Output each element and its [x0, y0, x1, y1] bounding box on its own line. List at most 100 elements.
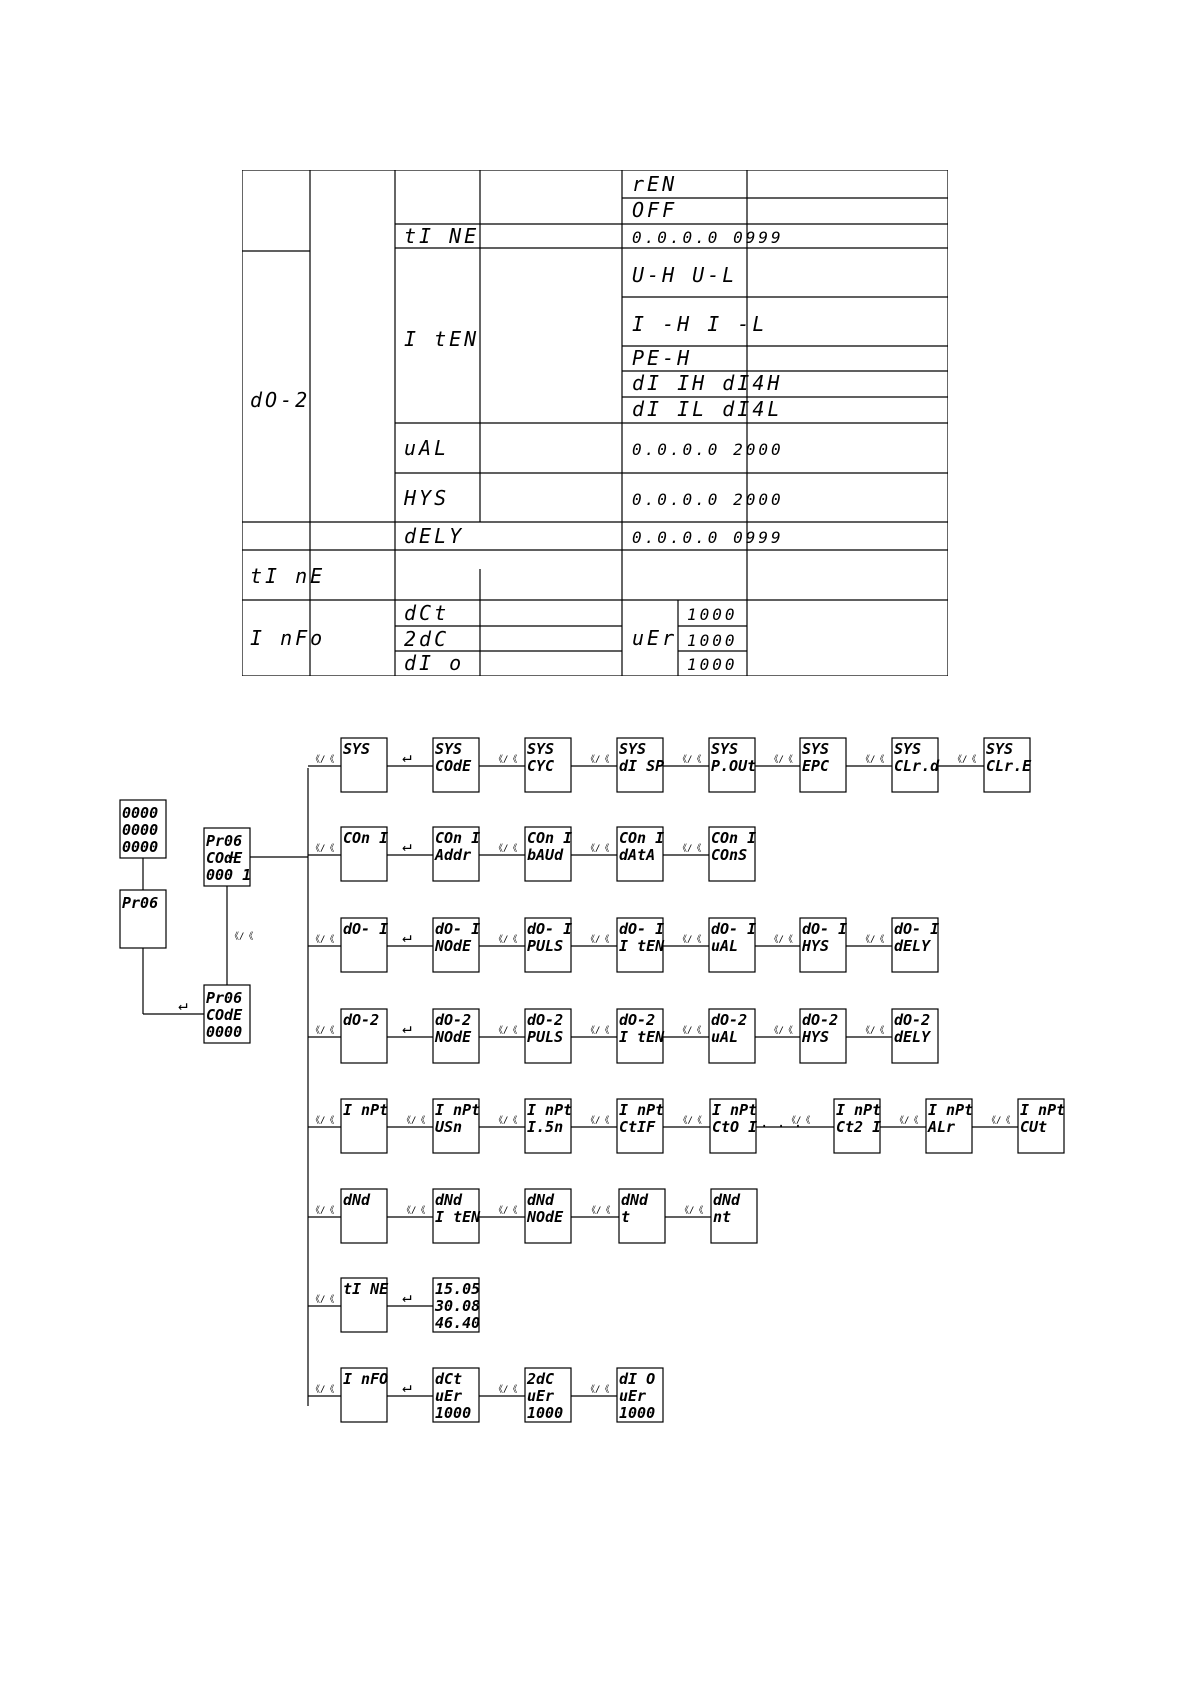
item-box[interactable] — [983, 737, 1031, 793]
item-box[interactable] — [616, 826, 664, 882]
item-box[interactable] — [432, 737, 480, 793]
enter-icon: ↵ — [402, 1377, 412, 1396]
head-box[interactable] — [340, 1277, 388, 1333]
item-box[interactable] — [799, 737, 847, 793]
item-label: 1000 — [435, 1404, 471, 1422]
item-box[interactable] — [524, 826, 572, 882]
head-box[interactable] — [340, 737, 388, 793]
item-box[interactable] — [891, 1008, 939, 1064]
item-box[interactable] — [432, 826, 480, 882]
item-box[interactable] — [524, 1188, 572, 1244]
nav-icon: 《/《 — [494, 1205, 517, 1216]
item-label: ALr — [927, 1118, 955, 1136]
item-box[interactable] — [432, 1008, 480, 1064]
head-box[interactable] — [340, 1098, 388, 1154]
nav-icon: 《/《 — [586, 1115, 609, 1126]
item-label: NOdE — [434, 1028, 472, 1046]
item-box[interactable] — [524, 1008, 572, 1064]
item-box[interactable] — [524, 917, 572, 973]
item-label: PULS — [527, 1028, 563, 1046]
table-param-dct: dCt — [404, 601, 449, 625]
item-label: I nPt — [712, 1101, 757, 1119]
item-label: uAL — [711, 1028, 738, 1046]
start-line-2: 0000 — [122, 821, 158, 839]
item-label: I tEN — [435, 1208, 481, 1226]
item-box[interactable] — [616, 1008, 664, 1064]
item-box[interactable] — [432, 1188, 480, 1244]
item-box[interactable] — [799, 917, 847, 973]
prog-code0-line-2: COdE — [206, 1006, 243, 1024]
head-label: dNd — [343, 1191, 371, 1209]
item-label: PULS — [527, 937, 563, 955]
item-box[interactable] — [709, 1098, 757, 1154]
item-box[interactable] — [524, 737, 572, 793]
prog-code1-line-1: Pr06 — [206, 832, 242, 850]
nav-icon: 《/《 — [770, 754, 793, 765]
item-label: I.5n — [527, 1118, 563, 1136]
table-opt-ih-il: I -H I -L — [632, 312, 767, 336]
item-box[interactable] — [708, 917, 756, 973]
nav-icon: 《/《 — [402, 1205, 425, 1216]
head-box[interactable] — [340, 1188, 388, 1244]
table-opt-di-l: dI IL dI4L — [632, 397, 782, 421]
item-box[interactable] — [432, 917, 480, 973]
nav-icon: 《/《 — [678, 1025, 701, 1036]
item-box[interactable] — [799, 1008, 847, 1064]
item-box[interactable] — [616, 1098, 664, 1154]
item-box[interactable] — [1017, 1098, 1065, 1154]
item-label: dO- I — [619, 920, 664, 938]
head-box[interactable] — [340, 1367, 388, 1423]
item-box[interactable] — [618, 1188, 666, 1244]
enter-icon: ↵ — [402, 927, 412, 946]
nav-icon: 《/《 — [587, 1205, 610, 1216]
head-label: tI NE — [343, 1280, 389, 1298]
item-label: I nPt — [1020, 1101, 1065, 1119]
item-box[interactable] — [432, 1367, 480, 1423]
head-box[interactable] — [340, 917, 388, 973]
item-box[interactable] — [710, 1188, 758, 1244]
item-label: COn I — [435, 829, 480, 847]
item-box[interactable] — [891, 737, 939, 793]
item-box[interactable] — [616, 917, 664, 973]
item-box[interactable] — [891, 917, 939, 973]
item-label: uEr — [435, 1387, 462, 1405]
head-label: dO- I — [343, 920, 388, 938]
table-param-2dc: 2dC — [404, 627, 449, 651]
item-box[interactable] — [524, 1098, 572, 1154]
nav-icon: 《/《 — [770, 934, 793, 945]
item-box[interactable] — [708, 1008, 756, 1064]
head-box[interactable] — [340, 1008, 388, 1064]
table-opt-di-h: dI IH dI4H — [632, 371, 782, 395]
item-box[interactable] — [616, 737, 664, 793]
enter-icon-code: ↵ — [228, 845, 238, 864]
item-label: dO- I — [802, 920, 847, 938]
item-box[interactable] — [616, 1367, 664, 1423]
table-range-dely: 0.0.0.0 0999 — [632, 528, 784, 547]
table-param-item: I tEN — [404, 327, 479, 351]
enter-icon-prog: ↵ — [178, 995, 188, 1014]
item-box[interactable] — [432, 1098, 480, 1154]
item-label: CLr.E — [986, 757, 1032, 775]
item-box[interactable] — [925, 1098, 973, 1154]
item-label: I nPt — [928, 1101, 973, 1119]
item-label: dNd — [621, 1191, 649, 1209]
head-box[interactable] — [340, 826, 388, 882]
item-box[interactable] — [708, 826, 756, 882]
item-label: 30.08 — [434, 1297, 480, 1315]
item-label: t — [621, 1208, 630, 1226]
item-box[interactable] — [524, 1367, 572, 1423]
item-box[interactable] — [432, 1277, 480, 1333]
item-box[interactable] — [708, 737, 756, 793]
nav-icon: 《/《 — [311, 1025, 334, 1036]
item-box[interactable] — [833, 1098, 881, 1154]
item-label: dO-2 — [435, 1011, 471, 1029]
item-label: dAtA — [619, 846, 655, 864]
item-label: dO- I — [435, 920, 480, 938]
nav-icon: 《/《 — [311, 1115, 334, 1126]
